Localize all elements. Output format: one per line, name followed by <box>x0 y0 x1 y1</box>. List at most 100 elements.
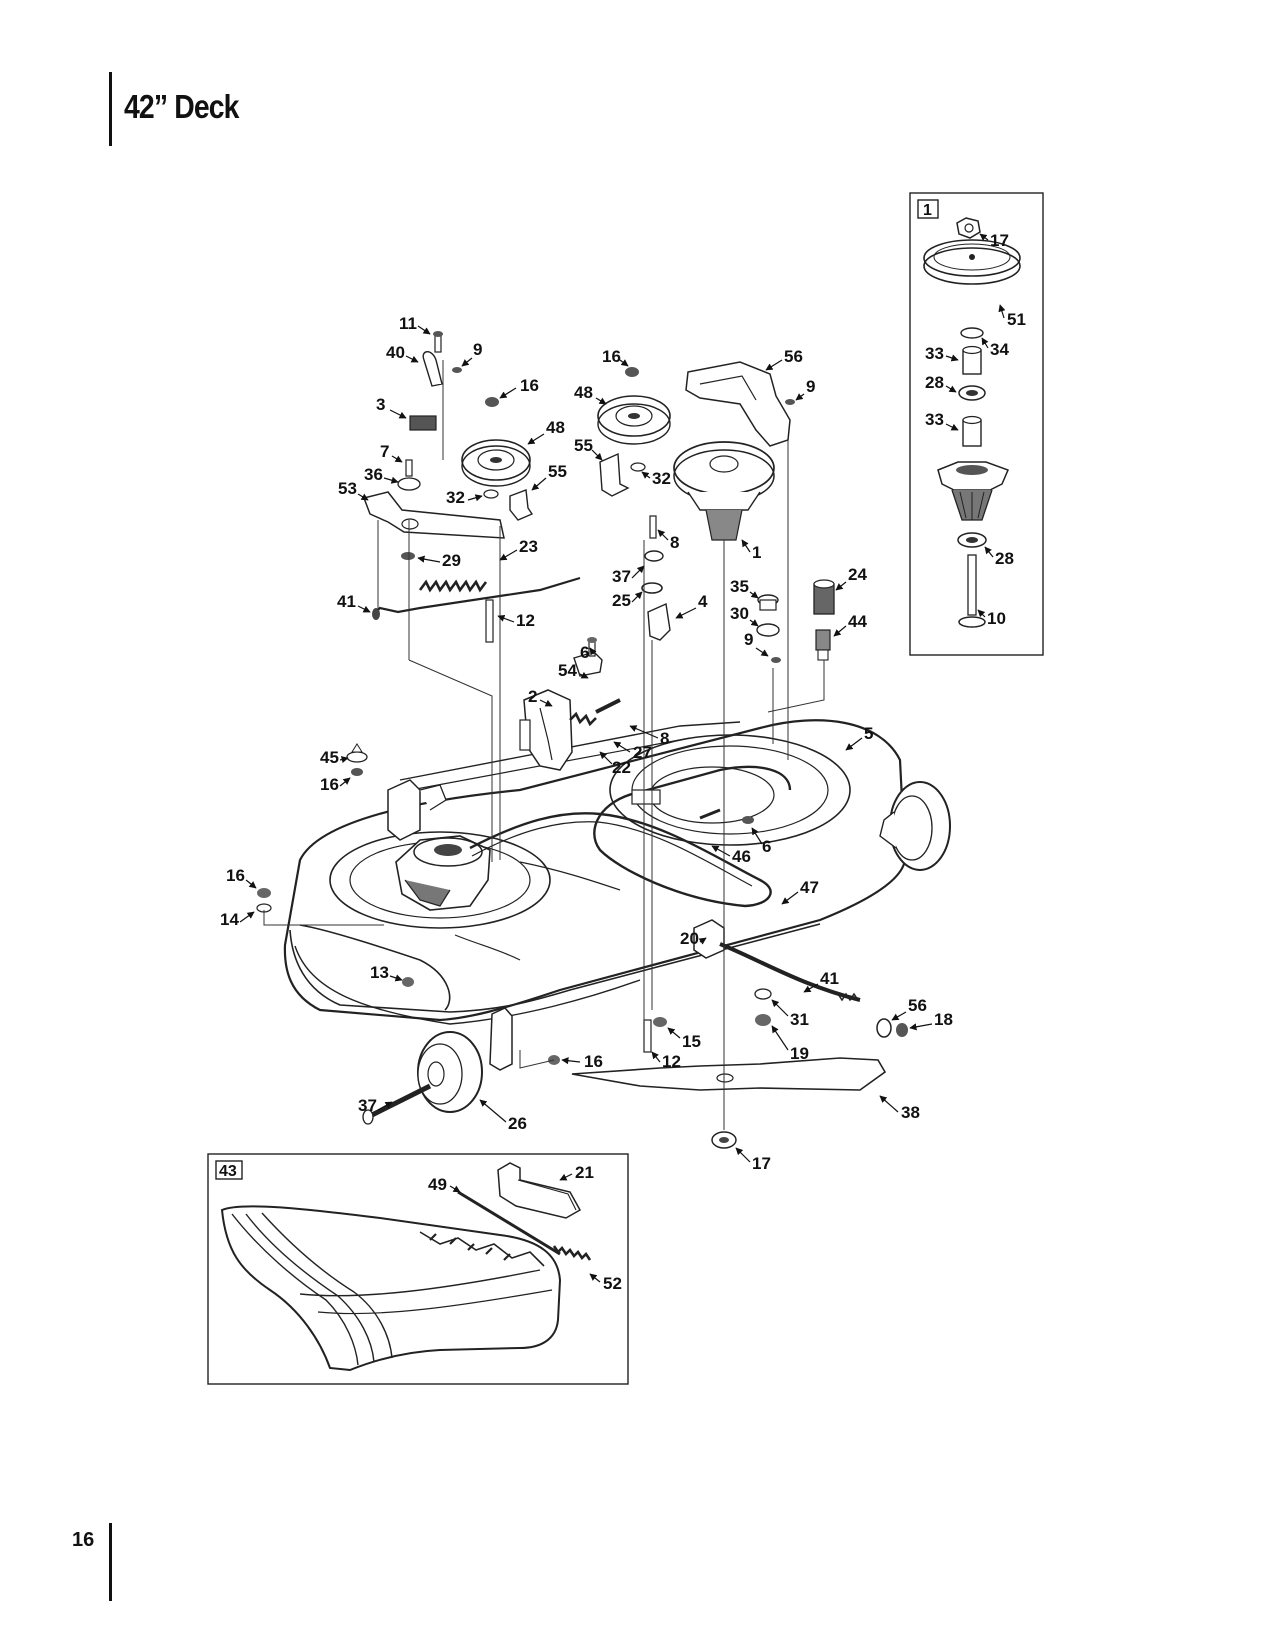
callout-38: 37 <box>358 1096 377 1115</box>
spindle-shaft-10 <box>958 554 986 628</box>
callout-16-e: 16 <box>584 1052 603 1071</box>
callout-10: 10 <box>987 609 1006 628</box>
bolt-11 <box>433 331 443 353</box>
front-wheel-26 <box>417 1031 483 1113</box>
callout-7: 7 <box>380 442 389 461</box>
callout-14: 14 <box>220 910 239 929</box>
callout-17: 17 <box>990 231 1009 250</box>
bearing-28-upper <box>958 385 986 401</box>
nut-18 <box>896 1023 908 1037</box>
bolt-8-lower <box>595 698 621 714</box>
bearing-28-lower <box>957 532 987 548</box>
callout-5: 5 <box>864 724 873 743</box>
left-deck-bracket <box>387 779 447 841</box>
idler-arm-52 <box>363 491 505 539</box>
callout-31: 31 <box>790 1010 809 1029</box>
washer-32-left <box>483 489 499 499</box>
spindle-pulley-50 <box>923 239 1021 285</box>
nut-9-upper <box>452 367 462 373</box>
spring-23 <box>418 579 488 593</box>
nut-16-pulley <box>485 397 499 407</box>
nut-16-deck <box>257 888 271 898</box>
callout-34: 34 <box>990 340 1009 359</box>
callout-6-a: 6 <box>580 643 589 662</box>
bracket-40 <box>422 351 443 387</box>
callout-4: 4 <box>698 592 708 611</box>
callout-28: 28 <box>925 373 944 392</box>
callout-13: 13 <box>370 963 389 982</box>
callout-54-b: 55 <box>574 436 593 455</box>
belt-guard-55 <box>685 361 791 447</box>
bolt-7 <box>405 459 413 477</box>
bolt-8-upper <box>649 515 657 539</box>
page-number: 16 <box>72 1529 95 1551</box>
callout-17-b: 17 <box>752 1154 771 1173</box>
idler-pulley-48-left <box>461 439 531 487</box>
bracket-54-center <box>599 452 630 497</box>
blade-39 <box>571 1057 887 1091</box>
callout-25: 25 <box>612 591 631 610</box>
callout-33-lower: 33 <box>925 410 944 429</box>
belt-keeper <box>631 789 661 805</box>
callout-49: 49 <box>428 1175 447 1194</box>
callout-48-b: 48 <box>574 383 593 402</box>
alignment-lines <box>263 360 825 1130</box>
callout-55: 56 <box>784 347 803 366</box>
callout-37: 37 <box>612 567 631 586</box>
callout-40: 40 <box>386 343 405 362</box>
spindle-housing <box>937 461 1010 521</box>
callout-24: 24 <box>848 565 867 584</box>
washer-56 <box>876 1018 892 1038</box>
page-title: 42” Deck <box>124 88 239 125</box>
spring-22 <box>569 711 597 727</box>
callout-21: 21 <box>575 1163 594 1182</box>
mulch-plate <box>220 1205 562 1372</box>
callout-42: 41 <box>337 592 356 611</box>
rear-right-wheel <box>879 781 951 871</box>
callout-9-c: 9 <box>744 630 753 649</box>
washer-30 <box>756 623 780 637</box>
bracket-54-left <box>509 489 534 521</box>
callout-8-b: 8 <box>660 729 669 748</box>
axle-bolt-38 <box>362 1083 432 1125</box>
callout-12-b: 12 <box>662 1052 681 1071</box>
spacer-33-upper <box>962 345 982 375</box>
callout-53: 54 <box>558 661 577 680</box>
callout-16-d: 16 <box>226 866 245 885</box>
callout-50: 51 <box>1007 310 1026 329</box>
washer-31 <box>754 988 772 1000</box>
callout-39: 38 <box>901 1103 920 1122</box>
callout-30: 30 <box>730 604 749 623</box>
mulch-bracket-21 <box>497 1162 582 1219</box>
washer-29 <box>401 552 415 560</box>
callout-12-a: 12 <box>516 611 535 630</box>
deck-left-spindle <box>395 835 491 911</box>
callout-26: 26 <box>508 1114 527 1133</box>
nut-9-lower <box>771 657 781 663</box>
callout-48-a: 48 <box>546 418 565 437</box>
hex-nut-17 <box>956 217 981 239</box>
mulch-inset-label: 43 <box>219 1163 237 1180</box>
callout-51: 52 <box>603 1274 622 1293</box>
page-number-rule <box>109 1523 112 1601</box>
callout-47: 47 <box>800 878 819 897</box>
callout-18: 18 <box>934 1010 953 1029</box>
callout-22: 22 <box>612 758 631 777</box>
callout-52: 53 <box>338 479 357 498</box>
callout-56: 56 <box>908 996 927 1015</box>
callout-27: 27 <box>633 743 652 762</box>
callout-2: 2 <box>528 687 537 706</box>
main-callouts: 11 40 9 16 3 48 7 36 55 53 32 29 23 41 1… <box>220 314 953 1173</box>
nut-16-left <box>351 768 363 776</box>
callout-44: 44 <box>848 612 867 631</box>
idler-pulley-48-center <box>597 395 671 445</box>
bolt-6-deck <box>742 816 754 824</box>
callout-15: 15 <box>682 1032 701 1051</box>
front-wheel-bracket <box>489 1007 513 1071</box>
spacer-36 <box>397 477 421 491</box>
callout-11: 11 <box>399 314 417 333</box>
washer-34 <box>960 327 984 339</box>
nut-16-center <box>625 367 639 377</box>
mulch-kit-inset: 43 49 21 52 <box>207 1153 629 1385</box>
